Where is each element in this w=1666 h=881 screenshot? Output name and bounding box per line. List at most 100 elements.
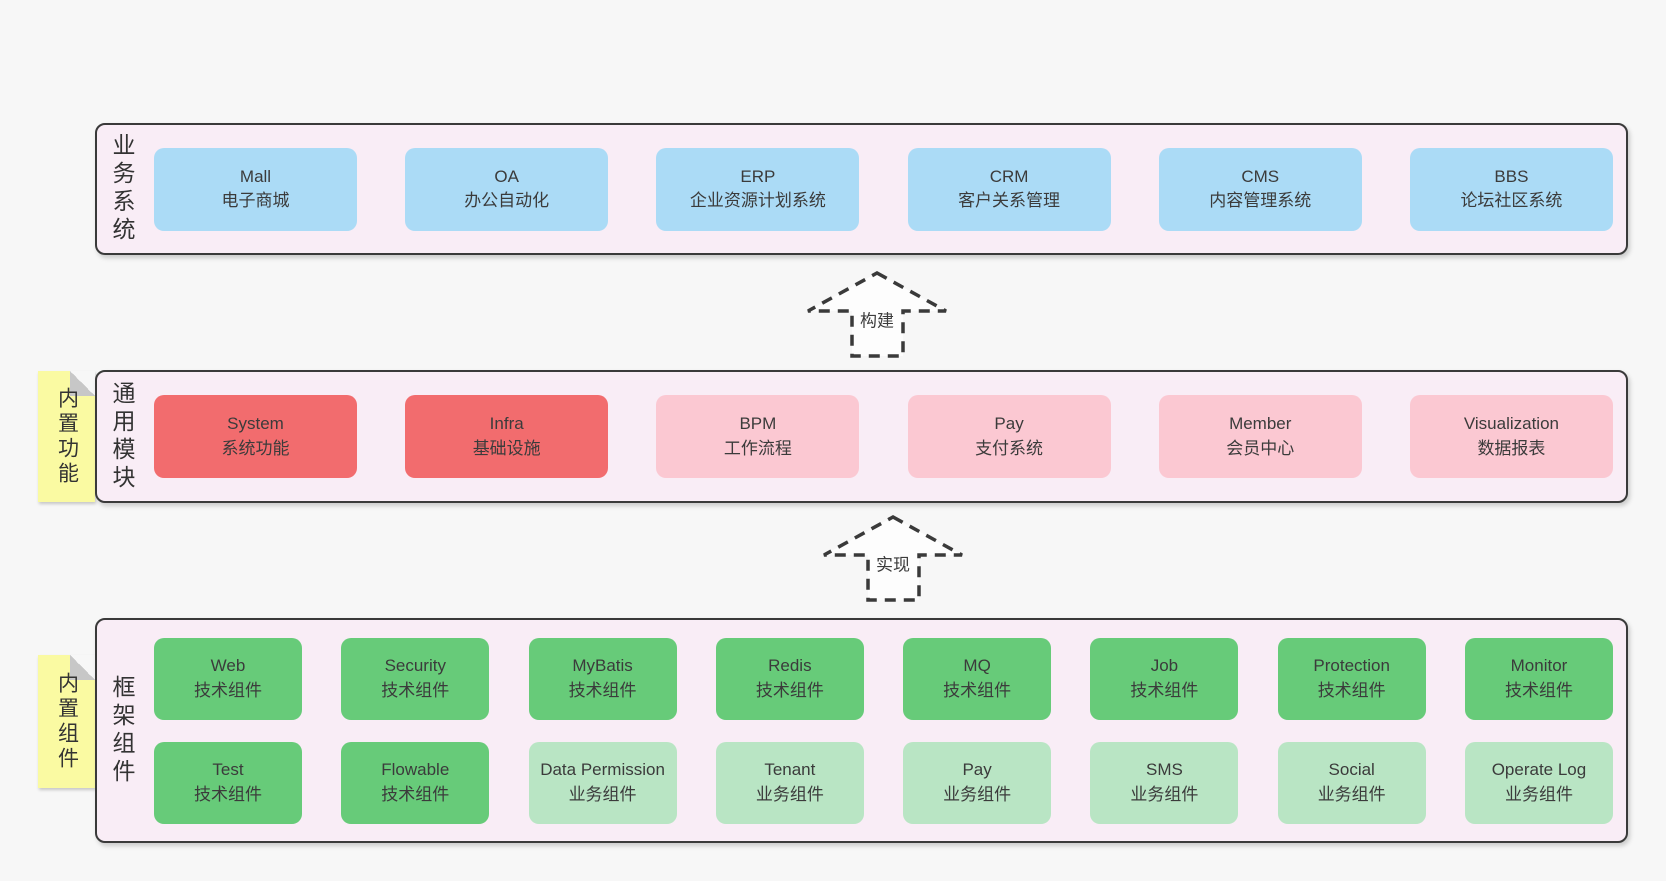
component-name: System [227,414,284,434]
component-name: Pay [962,760,992,780]
component-name: Social [1328,760,1375,780]
sticky-note-builtin-components: 内置组件 [38,655,95,788]
component-box-visualization: Visualization 数据报表 [1409,395,1613,478]
component-desc: 论坛社区系统 [1460,191,1563,210]
arrow-implement-label: 实现 [873,549,913,577]
component-box-mall: Mall 电子商城 [154,147,357,231]
component-name: Operate Log [1491,760,1587,780]
component-desc: 客户关系管理 [958,191,1061,210]
band-row: Mall 电子商城 OA 办公自动化 ERP 企业资源计划系统 CRM 客户关系管理 CMS 内容… [154,147,1613,231]
component-desc: 工作流程 [723,438,792,458]
component-desc: 数据报表 [1477,438,1546,458]
component-desc: 支付系统 [975,438,1044,458]
arrow-implement: 实现 [822,515,964,603]
sticky-note-builtin-components-label: 内置组件 [55,671,79,772]
band-label-framework-components: 框架组件 [109,674,135,787]
component-name: Test [212,760,244,780]
component-name: ERP [740,166,776,186]
component-desc: 技术组件 [1317,680,1386,700]
sticky-note-builtin-features: 内置功能 [38,371,95,502]
component-desc: 企业资源计划系统 [689,191,826,210]
component-box-bpm: BPM 工作流程 [656,395,860,478]
component-name: Pay [994,414,1024,434]
component-name: CMS [1241,166,1280,186]
component-box-erp: ERP 企业资源计划系统 [656,147,860,231]
component-name: MyBatis [572,656,633,676]
component-box-operate-log: Operate Log 业务组件 [1464,741,1613,824]
sticky-note-builtin-features-label: 内置功能 [55,386,79,487]
component-desc: 内容管理系统 [1209,191,1312,210]
component-box-sms: SMS 业务组件 [1090,741,1239,824]
component-name: CRM [989,166,1029,186]
component-name: SMS [1145,760,1183,780]
component-name: Redis [768,656,812,676]
component-name: Data Permission [540,760,665,780]
component-box-social: Social 业务组件 [1277,741,1426,824]
component-name: OA [494,166,519,186]
component-desc: 业务组件 [943,784,1012,804]
component-desc: 业务组件 [755,784,824,804]
component-desc: 业务组件 [568,784,637,804]
component-desc: 业务组件 [1504,784,1573,804]
component-name: Tenant [764,760,816,780]
component-box-mq: MQ 技术组件 [903,637,1052,720]
component-desc: 技术组件 [568,680,637,700]
arrow-build-label: 构建 [857,305,897,333]
component-box-crm: CRM 客户关系管理 [907,147,1111,231]
arrow-build: 构建 [806,271,948,359]
component-desc: 电子商城 [221,191,290,210]
component-box-oa: OA 办公自动化 [405,147,609,231]
component-desc: 办公自动化 [464,191,550,210]
component-name: BPM [739,414,777,434]
component-desc: 技术组件 [1130,680,1199,700]
component-desc: 技术组件 [1504,680,1573,700]
component-name: Web [210,656,246,676]
component-name: BBS [1494,166,1529,186]
component-desc: 业务组件 [1130,784,1199,804]
component-desc: 基础设施 [472,438,541,458]
component-box-redis: Redis 技术组件 [715,637,864,720]
component-desc: 技术组件 [194,680,262,700]
component-name: Protection [1313,656,1390,676]
component-desc: 技术组件 [381,680,450,700]
component-box-bbs: BBS 论坛社区系统 [1409,147,1613,231]
component-desc: 技术组件 [943,680,1012,700]
component-box-mybatis: MyBatis 技术组件 [528,637,677,720]
component-box-pay: Pay 业务组件 [903,741,1052,824]
component-box-test: Test 技术组件 [154,741,302,824]
component-box-cms: CMS 内容管理系统 [1158,147,1362,231]
component-name: Mall [239,166,272,186]
component-name: MQ [963,656,991,676]
component-name: Security [384,656,446,676]
component-box-tenant: Tenant 业务组件 [715,741,864,824]
component-desc: 技术组件 [381,784,450,804]
component-desc: 技术组件 [755,680,824,700]
component-box-security: Security 技术组件 [341,637,490,720]
component-box-data-permission: Data Permission 业务组件 [528,741,677,824]
component-box-monitor: Monitor 技术组件 [1464,637,1613,720]
component-box-web: Web 技术组件 [154,637,302,720]
component-name: Job [1150,656,1179,676]
component-box-flowable: Flowable 技术组件 [341,741,490,824]
component-desc: 会员中心 [1226,438,1295,458]
component-name: Visualization [1463,414,1559,434]
band-content: Mall 电子商城 OA 办公自动化 ERP 企业资源计划系统 CRM 客户关系管理 CMS 内容… [154,125,1613,253]
component-name: Flowable [381,760,450,780]
band-label-common-modules: 通用模块 [109,380,135,493]
component-box-protection: Protection 技术组件 [1277,637,1426,720]
component-desc: 技术组件 [194,784,262,804]
component-desc: 业务组件 [1317,784,1386,804]
component-name: Member [1229,414,1292,434]
component-box-member: Member 会员中心 [1158,395,1362,478]
component-name: Monitor [1510,656,1568,676]
component-box-job: Job 技术组件 [1090,637,1239,720]
